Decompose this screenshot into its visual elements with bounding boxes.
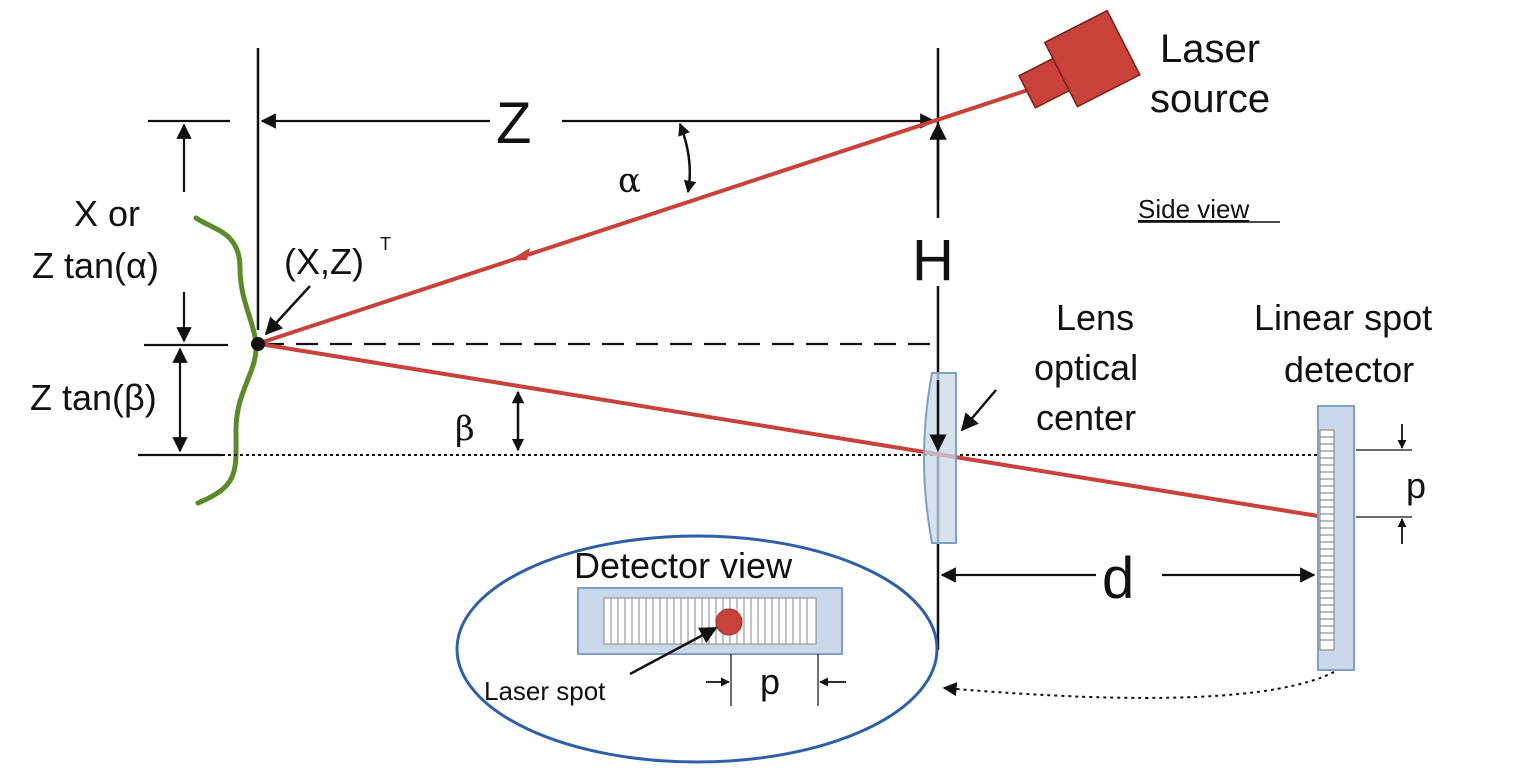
point-pointer-arrow bbox=[264, 285, 311, 336]
laser-label-line1: Laser bbox=[1160, 27, 1260, 71]
z-tan-beta-label: Z tan(β) bbox=[30, 377, 157, 418]
laser-spot-pointer bbox=[629, 626, 718, 676]
point-label: (X,Z) bbox=[284, 241, 364, 282]
detector-view-pixels bbox=[610, 598, 808, 644]
beam-direction-arrow bbox=[508, 248, 530, 261]
lens-center-pointer bbox=[960, 389, 997, 432]
laser-spot-label: Laser spot bbox=[484, 676, 606, 706]
lens-label-line3: center bbox=[1036, 397, 1136, 438]
view-link-arrow bbox=[942, 671, 1335, 699]
laser-spot bbox=[715, 608, 743, 636]
x-or-label-line2: Z tan(α) bbox=[32, 245, 159, 286]
d-label: d bbox=[1102, 546, 1134, 611]
lens-label-line1: Lens bbox=[1056, 297, 1134, 338]
laser-label-line2: source bbox=[1150, 77, 1270, 121]
detector-view-title: Detector view bbox=[574, 545, 793, 586]
p-detector-label: p bbox=[760, 661, 780, 702]
x-or-label-line1: X or bbox=[74, 193, 140, 234]
reflected-beam bbox=[259, 342, 1319, 518]
h-label: H bbox=[912, 228, 954, 293]
z-label: Z bbox=[496, 91, 531, 156]
lens-label-line2: optical bbox=[1034, 347, 1138, 388]
surface-point bbox=[251, 337, 265, 351]
detector-pixel-lines bbox=[1320, 436, 1334, 641]
object-surface-curve bbox=[193, 215, 259, 506]
incident-beam bbox=[259, 88, 1029, 345]
alpha-arc bbox=[678, 122, 697, 194]
point-label-superscript: T bbox=[380, 234, 391, 254]
beta-label: β bbox=[455, 409, 475, 449]
p-side-label: p bbox=[1406, 465, 1426, 506]
alpha-label: α bbox=[618, 161, 641, 201]
detector-label-line1: Linear spot bbox=[1254, 297, 1432, 338]
laser-source-icon bbox=[1018, 9, 1141, 109]
detector-label-line2: detector bbox=[1284, 349, 1414, 390]
lens-shape bbox=[923, 372, 957, 544]
side-view-label: Side view bbox=[1138, 194, 1249, 224]
